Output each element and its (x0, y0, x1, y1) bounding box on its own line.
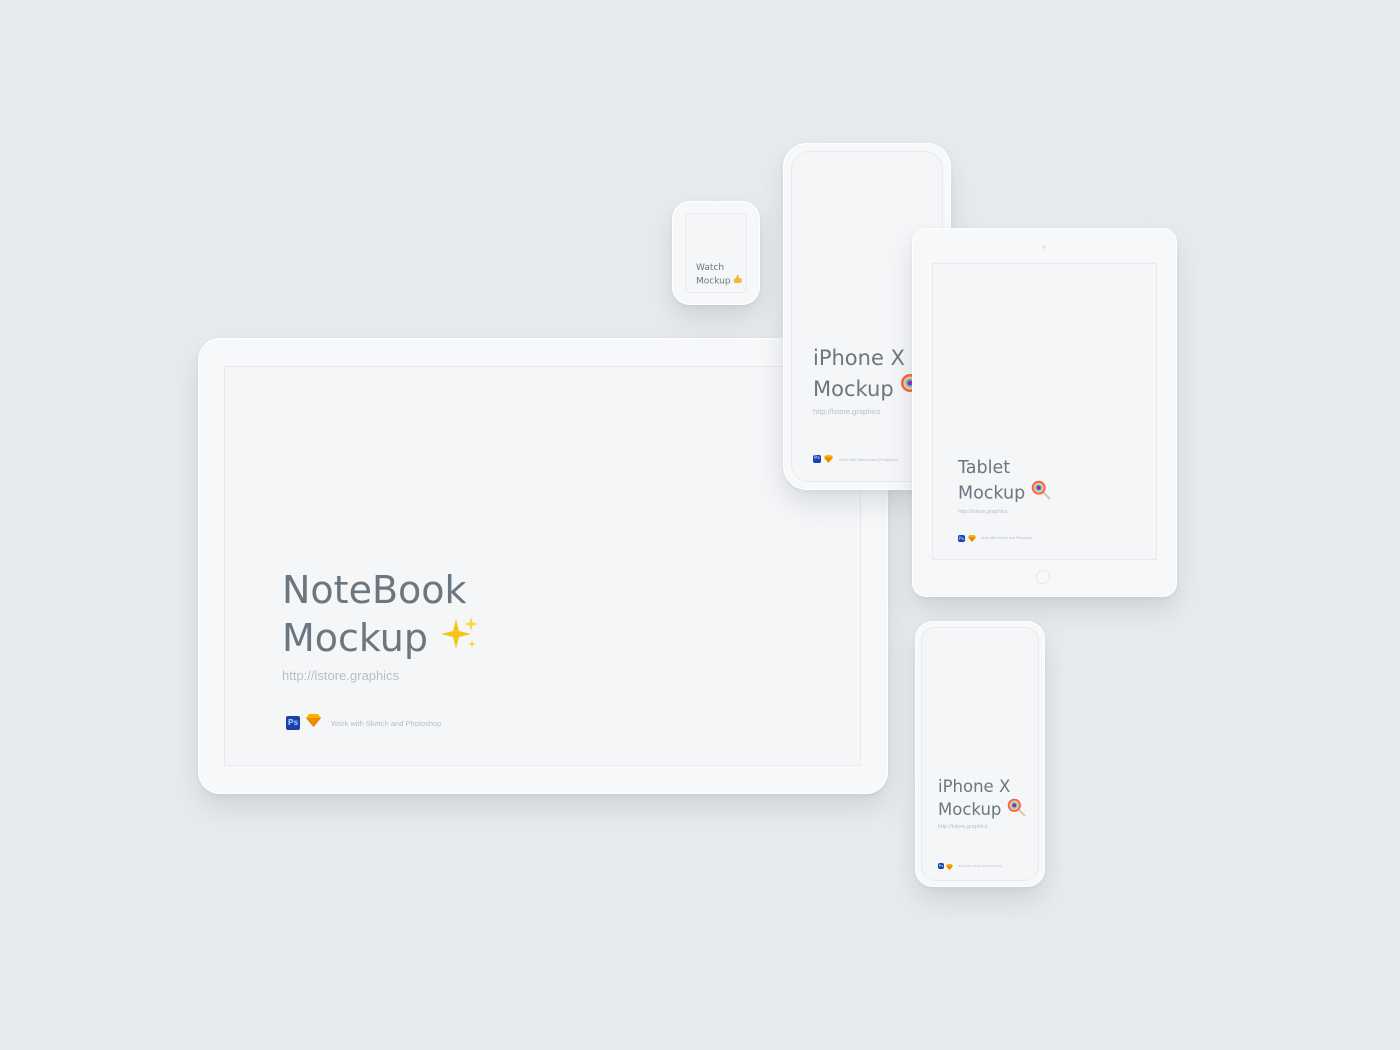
sketch-icon (968, 529, 976, 547)
photoshop-icon: Ps (938, 863, 944, 869)
iphone-top-title-line1: iPhone X (813, 346, 905, 370)
tablet-url: http://lstore.graphics (958, 509, 1008, 515)
flexed-biceps-icon (733, 274, 743, 288)
iphone-bottom-screen (921, 627, 1039, 881)
photoshop-icon: Ps (813, 455, 821, 463)
lollipop-icon (1031, 480, 1051, 507)
notebook-tools-text: Work with Sketch and Photoshop (331, 718, 442, 728)
watch-title-line2: Mockup (696, 276, 731, 287)
notebook-title: NoteBook Mockup (282, 566, 480, 666)
iphone-top-url: http://lstore.graphics (813, 407, 881, 416)
tablet-home-button (1036, 570, 1050, 584)
iphone-top-tools-text: Work with Sketch and Photoshop (839, 456, 898, 462)
iphone-x-mockup-bottom: iPhone X Mockup http://lstore.graphics P… (915, 621, 1045, 887)
iphone-bottom-title: iPhone X Mockup (938, 775, 1026, 823)
notebook-screen (224, 366, 861, 766)
iphone-bottom-url: http://lstore.graphics (938, 824, 988, 830)
iphone-top-tools: Ps Work with Sketch and Photoshop (813, 450, 898, 468)
notebook-tools: Ps Work with Sketch and Photoshop (286, 714, 441, 732)
photoshop-icon: Ps (286, 716, 300, 730)
photoshop-icon: Ps (958, 534, 965, 542)
tablet-title-line2: Mockup (958, 483, 1026, 504)
sketch-icon (306, 714, 321, 732)
tablet-title: Tablet Mockup (958, 456, 1051, 507)
notebook-title-line2: Mockup (282, 616, 428, 660)
notebook-title-line1: NoteBook (282, 568, 467, 612)
watch-title-line1: Watch (696, 263, 725, 273)
tablet-mockup: Tablet Mockup http://lstore.graphics Ps … (912, 228, 1177, 597)
sparkles-icon (440, 615, 480, 666)
sketch-icon (824, 450, 833, 468)
iphone-bottom-tools-text: Work with Sketch and Photoshop (958, 864, 1003, 868)
lollipop-icon (1007, 798, 1026, 823)
tablet-title-line1: Tablet (958, 458, 1011, 478)
notebook-mockup: NoteBook Mockup http://lstore.graphics P… (198, 338, 888, 794)
notebook-url: http://lstore.graphics (282, 668, 400, 683)
iphone-bottom-title-line2: Mockup (938, 800, 1002, 819)
tablet-tools: Ps Work with Sketch and Photoshop (958, 529, 1033, 547)
iphone-bottom-tools: Ps Work with Sketch and Photoshop (938, 857, 1002, 875)
watch-title: Watch Mockup (696, 263, 743, 288)
tablet-tools-text: Work with Sketch and Photoshop (981, 536, 1033, 540)
iphone-top-title: iPhone X Mockup (813, 343, 926, 407)
iphone-top-title-line2: Mockup (813, 377, 894, 401)
tablet-camera (1042, 245, 1046, 249)
iphone-bottom-title-line1: iPhone X (938, 777, 1011, 796)
watch-mockup: Watch Mockup (672, 201, 760, 305)
sketch-icon (946, 857, 953, 875)
tablet-screen (932, 263, 1157, 560)
